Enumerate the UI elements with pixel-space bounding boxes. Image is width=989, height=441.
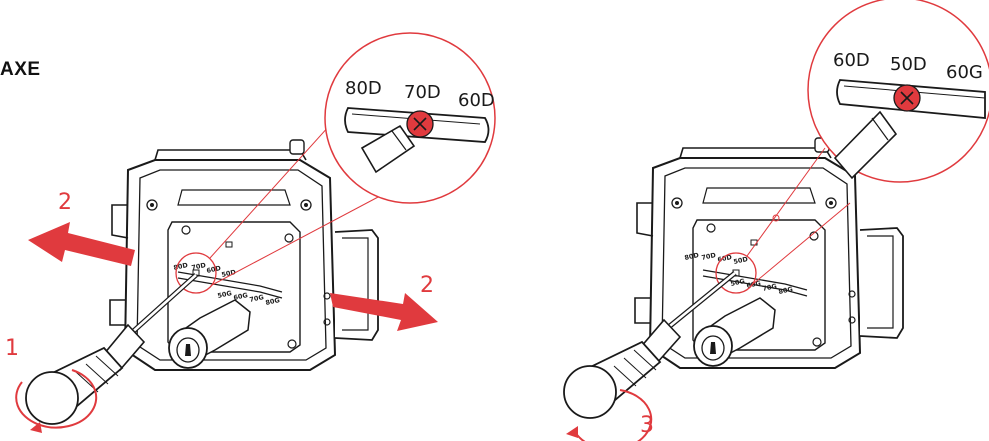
svg-text:70D: 70D: [191, 261, 207, 272]
push-left-arrow: [28, 222, 135, 266]
zoom-label: 70D: [404, 82, 441, 103]
svg-text:50D: 50D: [221, 268, 237, 279]
svg-text:80D: 80D: [173, 261, 189, 272]
svg-text:50D: 50D: [733, 255, 749, 266]
svg-text:80G: 80G: [778, 285, 794, 296]
zoom-label: 60D: [458, 90, 495, 111]
push-right-arrow: [330, 293, 438, 331]
rotation-arrow: [574, 389, 653, 441]
svg-text:70D: 70D: [701, 251, 717, 262]
svg-text:60D: 60D: [717, 253, 733, 264]
svg-text:80G: 80G: [265, 296, 281, 307]
svg-text:60G: 60G: [233, 291, 249, 302]
svg-text:50G: 50G: [217, 289, 233, 300]
arrow-head-icon: [566, 426, 578, 438]
zoom-leader: [209, 124, 331, 259]
right-panel: 80D 70D 60D 50D 50G 60G 70G 80G: [634, 137, 904, 369]
left-panel: 80D 70D 60D 50D 50G 60G 70G 80G: [5, 32, 496, 433]
svg-text:70G: 70G: [762, 282, 778, 293]
zoom-callout-left: 80D 70D 60D: [324, 32, 496, 204]
zoom-label: 60D: [833, 50, 870, 71]
step-label: 2: [58, 190, 72, 215]
step-label: 2: [420, 273, 434, 298]
lock-body-left: [109, 139, 379, 371]
rotation-arrow: [15, 369, 98, 429]
svg-text:80D: 80D: [684, 251, 700, 262]
svg-text:60G: 60G: [746, 279, 762, 290]
step-label: 1: [5, 336, 19, 361]
zoom-callout-right: 60D 50D 60G: [807, 0, 989, 183]
page-title: AXE: [0, 59, 41, 80]
zoom-label: 80D: [345, 78, 382, 99]
svg-text:70G: 70G: [249, 293, 265, 304]
screwdriver-icon: [563, 271, 737, 419]
target-circle-left: [175, 252, 217, 294]
zoom-leader: [752, 202, 851, 285]
svg-text:50G: 50G: [730, 277, 746, 288]
zoom-leader: [211, 195, 381, 286]
plate-scale-right: 80D 70D 60D 50D 50G 60G 70G 80G: [684, 251, 794, 296]
svg-text:60D: 60D: [206, 264, 222, 275]
screwdriver-icon: [25, 273, 198, 425]
plate-scale-left: 80D 70D 60D 50D 50G 60G 70G 80G: [173, 261, 281, 307]
zoom-label: 60G: [946, 62, 983, 83]
arrow-head-icon: [30, 422, 42, 433]
target-circle-right: [715, 252, 757, 294]
step-label: 3: [640, 413, 654, 438]
zoom-leader: [746, 147, 826, 257]
zoom-label: 50D: [890, 54, 927, 75]
